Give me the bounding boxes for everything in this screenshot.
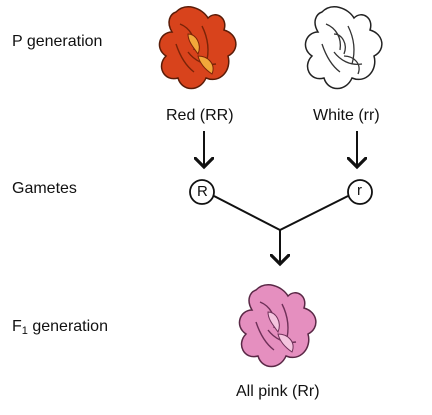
red-parent-label: Red (RR): [166, 107, 234, 124]
white-flower-icon: [304, 6, 383, 90]
p-generation-label: P generation: [12, 33, 103, 50]
gamete-r-lower: [347, 179, 373, 205]
white-parent-label: White (rr): [313, 107, 380, 124]
fertilization-lines: [213, 195, 349, 232]
pink-flower-icon: [238, 284, 317, 368]
gametes-label: Gametes: [12, 180, 77, 197]
red-flower-icon: [158, 6, 237, 90]
f1-prefix: F: [12, 318, 22, 335]
gamete-r-upper: [189, 179, 215, 205]
gamete-r-upper-letter: R: [197, 183, 208, 200]
f1-generation-label: F1 generation: [12, 318, 108, 337]
pink-offspring-label: All pink (Rr): [236, 383, 320, 400]
f1-subscript: 1: [21, 325, 28, 337]
gamete-r-lower-letter: r: [357, 182, 362, 199]
f1-suffix: generation: [27, 318, 108, 335]
